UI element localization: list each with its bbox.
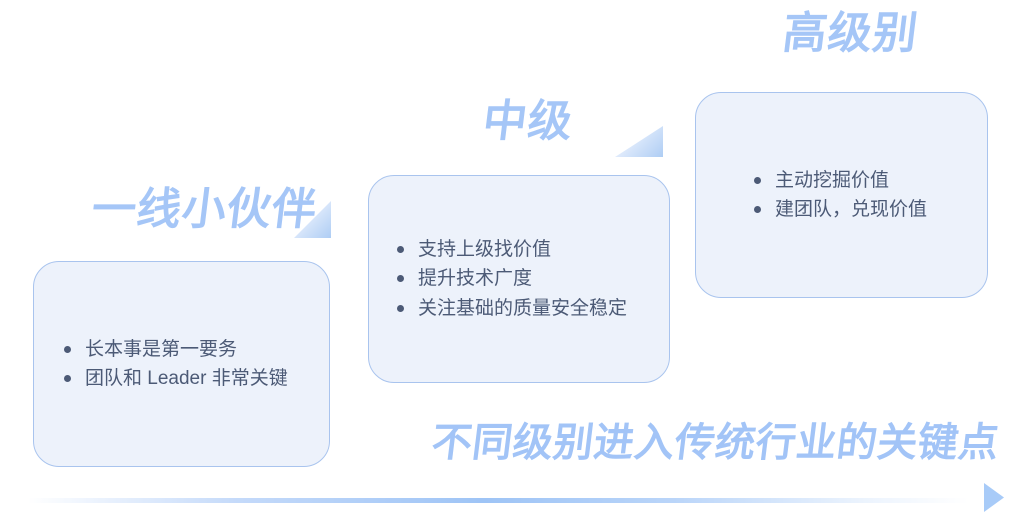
timeline-axis-line [28, 498, 978, 503]
level-mid-bullet-list: 支持上级找价值 提升技术广度 关注基础的质量安全稳定 [395, 235, 669, 323]
arrowhead-right-icon [984, 483, 1004, 512]
level-senior-bullet-list: 主动挖掘价值 建团队，兑现价值 [752, 166, 987, 225]
level-mid-card: 支持上级找价值 提升技术广度 关注基础的质量安全稳定 [368, 175, 670, 383]
level-mid-heading: 中级 [480, 97, 577, 146]
level-senior-card: 主动挖掘价值 建团队，兑现价值 [695, 92, 988, 298]
level-senior-heading: 高级别 [780, 9, 922, 58]
bullet-item: 提升技术广度 [395, 264, 669, 293]
bullet-item: 主动挖掘价值 [752, 166, 987, 195]
level-junior-card: 长本事是第一要务 团队和 Leader 非常关键 [33, 261, 330, 467]
triangle-step-icon [615, 126, 663, 157]
bullet-item: 建团队，兑现价值 [752, 195, 987, 224]
level-junior-bullet-list: 长本事是第一要务 团队和 Leader 非常关键 [62, 335, 329, 394]
diagram-title: 不同级别进入传统行业的关键点 [429, 421, 1002, 465]
bullet-item: 关注基础的质量安全稳定 [395, 294, 669, 323]
bullet-item: 团队和 Leader 非常关键 [62, 364, 329, 393]
bullet-item: 长本事是第一要务 [62, 335, 329, 364]
level-junior-heading: 一线小伙伴 [89, 185, 321, 234]
bullet-item: 支持上级找价值 [395, 235, 669, 264]
